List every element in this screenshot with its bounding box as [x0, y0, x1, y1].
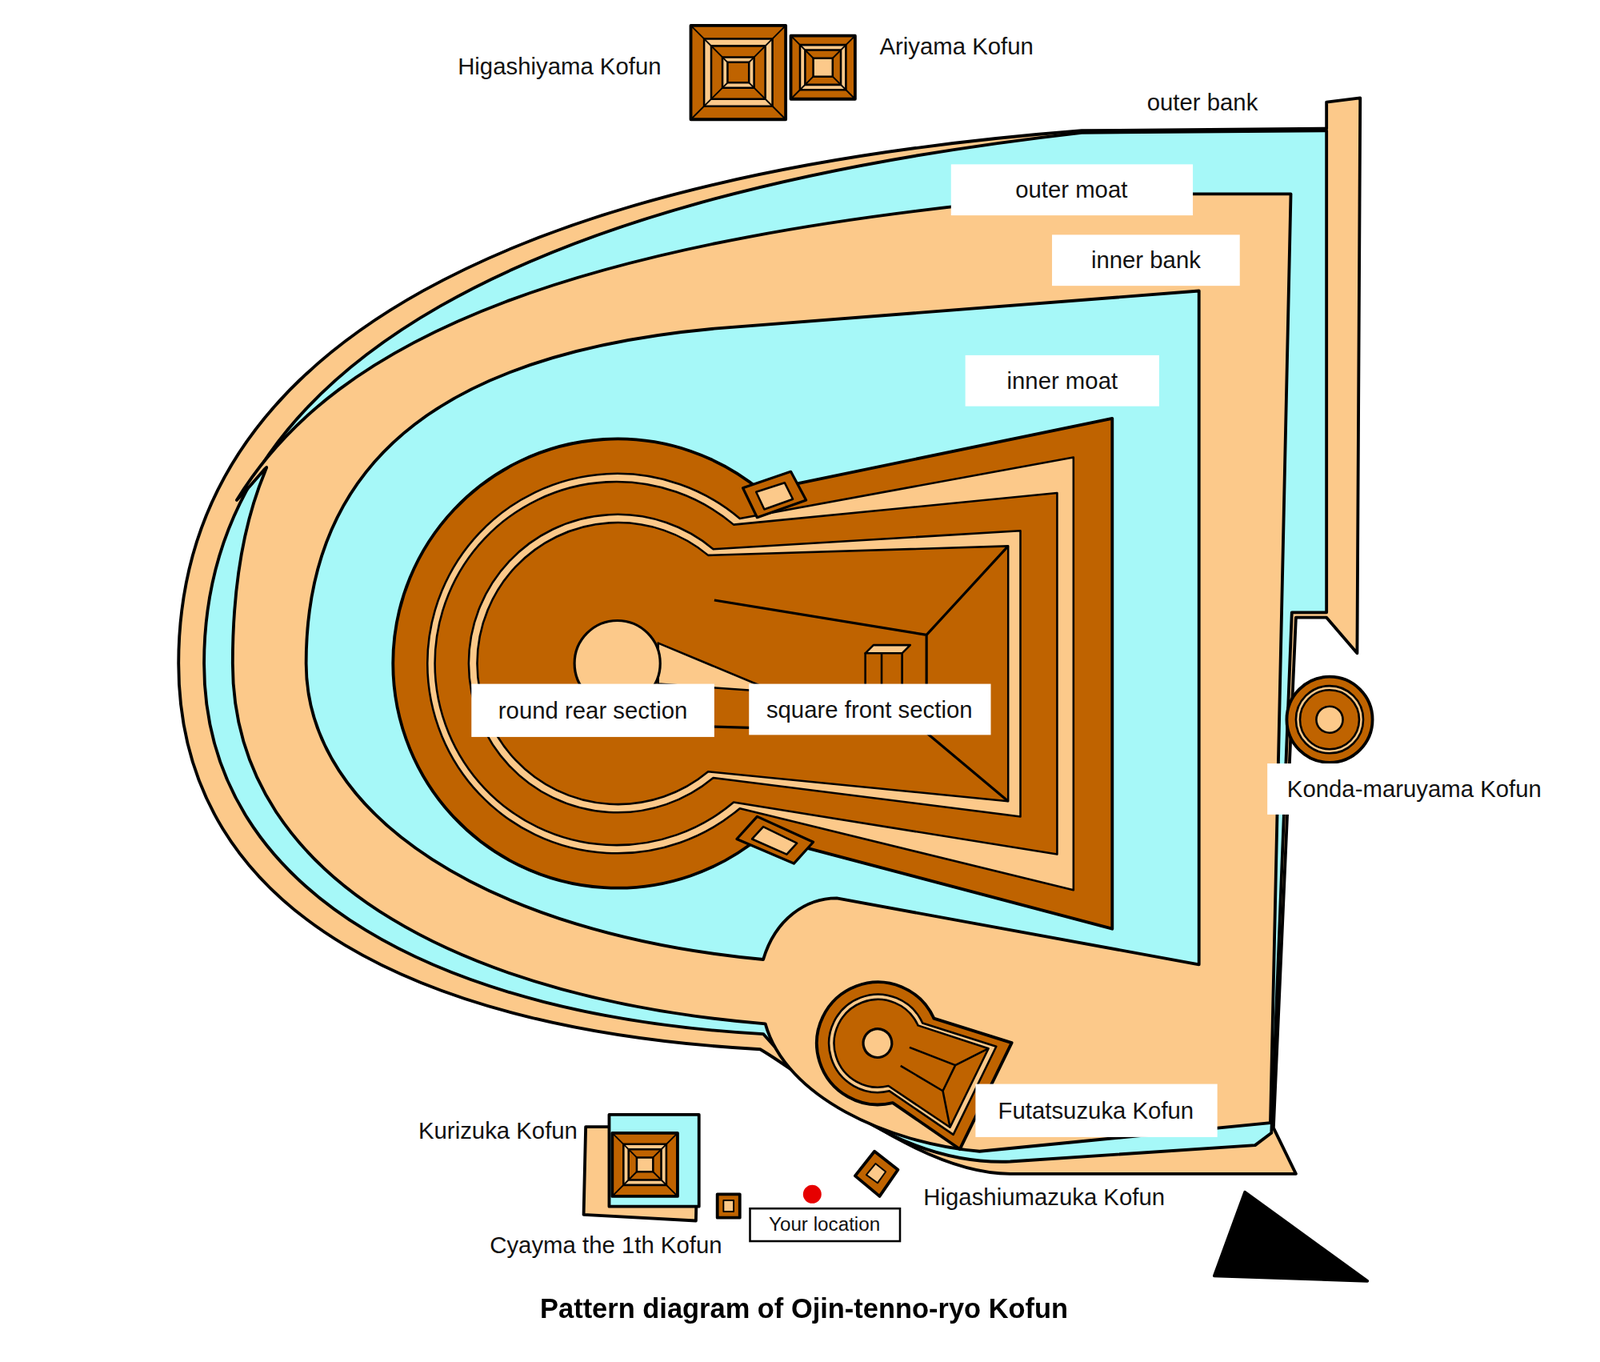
box-text: square front section — [766, 695, 973, 723]
diagram-title: Pattern diagram of Ojin-tenno-ryo Kofun — [540, 1292, 1068, 1324]
inner-moat — [306, 291, 1200, 965]
higashiyama-mound — [691, 25, 787, 120]
cyayma-mound — [717, 1193, 740, 1217]
outer-bank — [178, 97, 1360, 1173]
kofun-name: Kurizuka Kofun — [416, 1116, 580, 1144]
area-label-box: inner moat — [965, 355, 1160, 407]
box-text: Your location — [768, 1213, 880, 1236]
kofun-label-box: Konda-maruyama Kofun — [1267, 763, 1561, 815]
ariyama-mound — [791, 36, 856, 100]
location-box: Your location — [748, 1207, 901, 1242]
kurizuka-mound — [584, 1114, 700, 1221]
area-label-box: inner bank — [1052, 234, 1240, 286]
konda-maruyama-mound — [1286, 676, 1372, 763]
box-text: inner moat — [1006, 367, 1118, 395]
box-text: outer moat — [1015, 176, 1128, 204]
kofun-label-box: Futatsuzuka Kofun — [975, 1084, 1217, 1137]
outer-moat — [204, 130, 1327, 1161]
area-label-box: outer moat — [950, 164, 1192, 216]
location-dot — [803, 1184, 822, 1204]
inner-bank — [232, 193, 1292, 1151]
kofun-name: Higashiyama Kofun — [456, 52, 664, 80]
north-marker — [1214, 1192, 1368, 1281]
kofun-name: Ariyama Kofun — [877, 32, 1036, 60]
kofun-name: outer bank — [1144, 88, 1260, 116]
higashiumazuka-mound — [855, 1151, 899, 1196]
kofun-name: Cyayma the 1th Kofun — [488, 1231, 724, 1259]
keyhole-mound — [392, 418, 1112, 929]
box-text: round rear section — [498, 696, 688, 724]
area-label-box: square front section — [748, 684, 991, 736]
kofun-name: Higashiumazuka Kofun — [921, 1183, 1168, 1211]
box-text: Konda-maruyama Kofun — [1287, 775, 1542, 803]
area-label-box: round rear section — [471, 684, 715, 737]
box-text: inner bank — [1091, 246, 1201, 274]
box-text: Futatsuzuka Kofun — [998, 1096, 1195, 1124]
